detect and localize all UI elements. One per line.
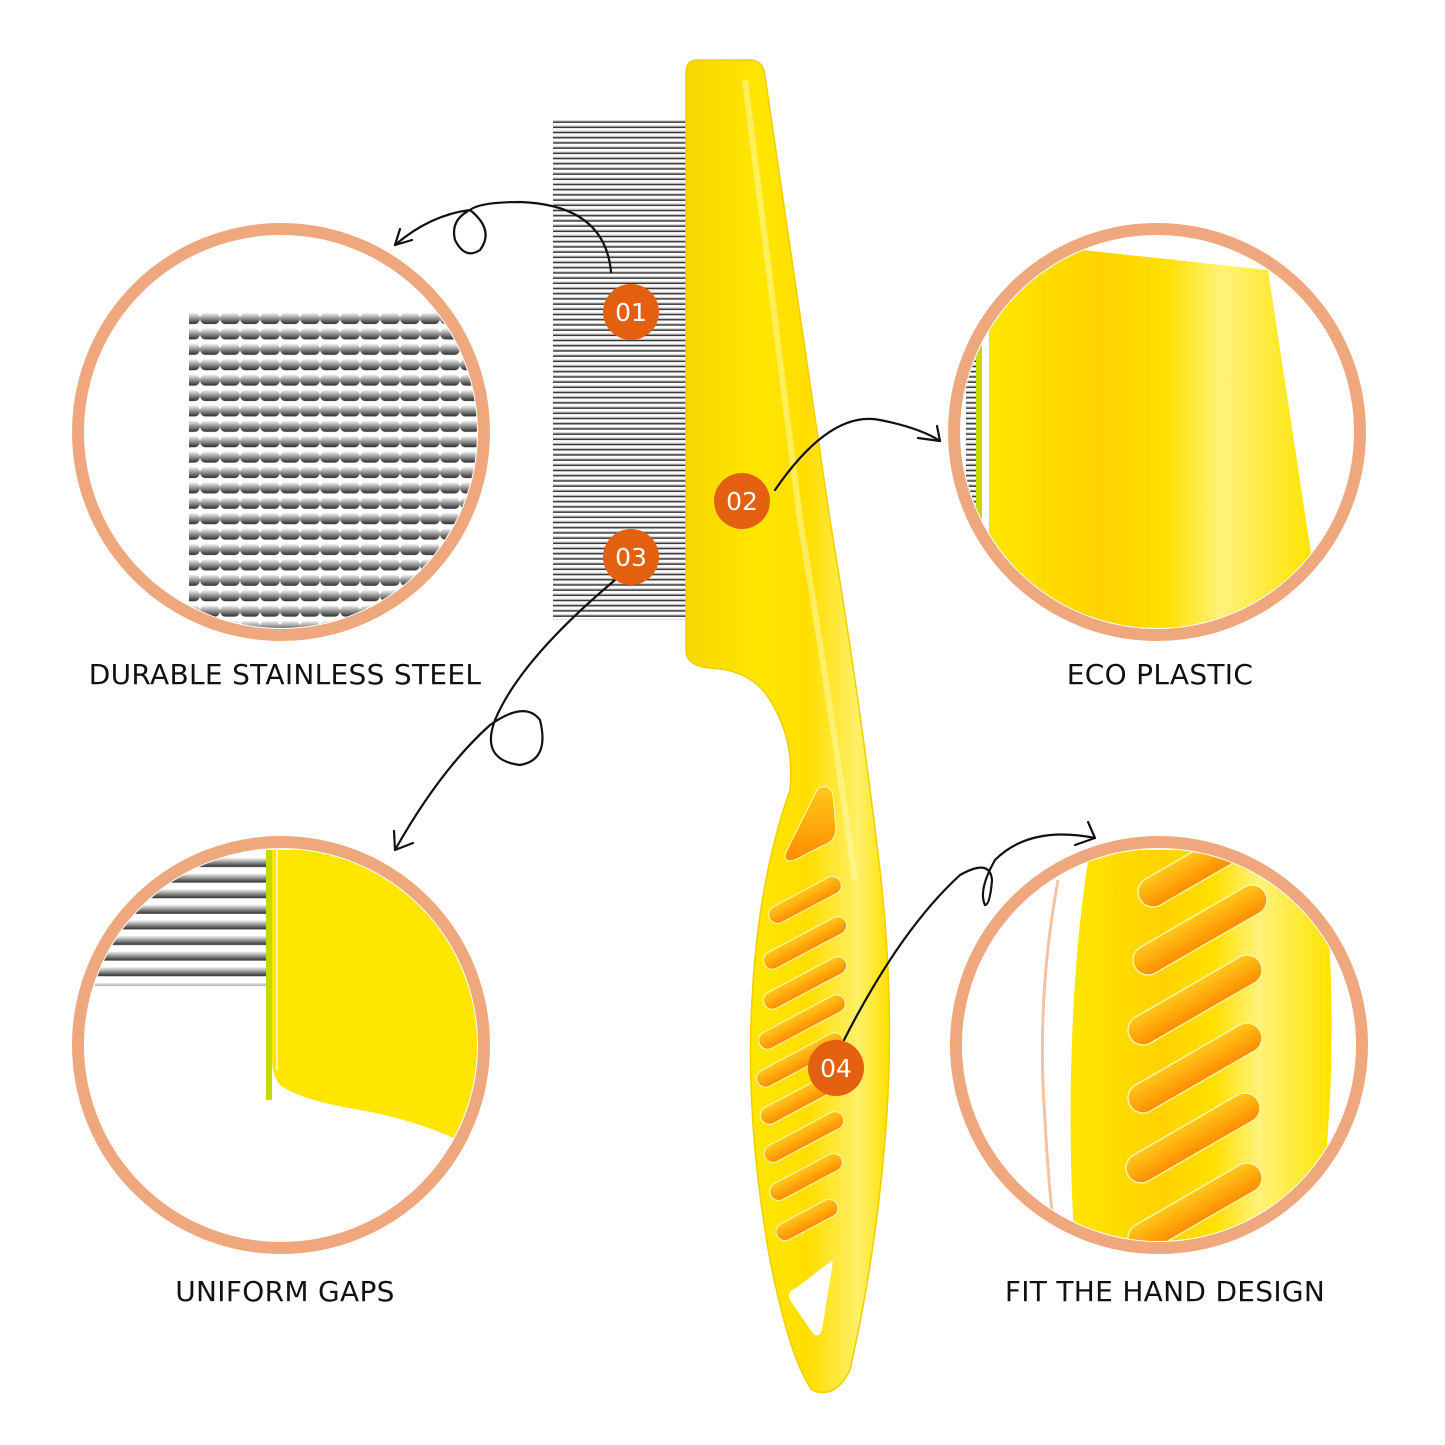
feature-label-gaps: UNIFORM GAPS: [175, 1275, 395, 1308]
badge-03: 03: [603, 529, 659, 585]
badge-01: 01: [603, 284, 659, 340]
grip-triangle: [784, 785, 837, 862]
comb-image: [553, 59, 891, 1394]
feature-label-plastic: ECO PLASTIC: [1066, 658, 1254, 691]
closeup-circle-grip: [950, 836, 1368, 1254]
closeup-circle-steel: [72, 223, 490, 641]
callout-arrows: [392, 200, 1097, 1042]
badge-02: 02: [714, 473, 770, 529]
arrow-02: [773, 417, 942, 492]
arrow-01: [393, 200, 613, 274]
badge-04: 04: [808, 1040, 864, 1096]
hang-hole: [788, 1260, 833, 1336]
arrow-04: [842, 833, 1097, 1042]
closeup-circle-gaps: [72, 836, 490, 1254]
feature-label-steel: DURABLE STAINLESS STEEL: [88, 658, 482, 691]
feature-label-grip: FIT THE HAND DESIGN: [1004, 1275, 1326, 1308]
closeup-circle-plastic: [948, 223, 1366, 641]
arrow-03: [393, 578, 617, 852]
grip-slots: [755, 875, 848, 1242]
